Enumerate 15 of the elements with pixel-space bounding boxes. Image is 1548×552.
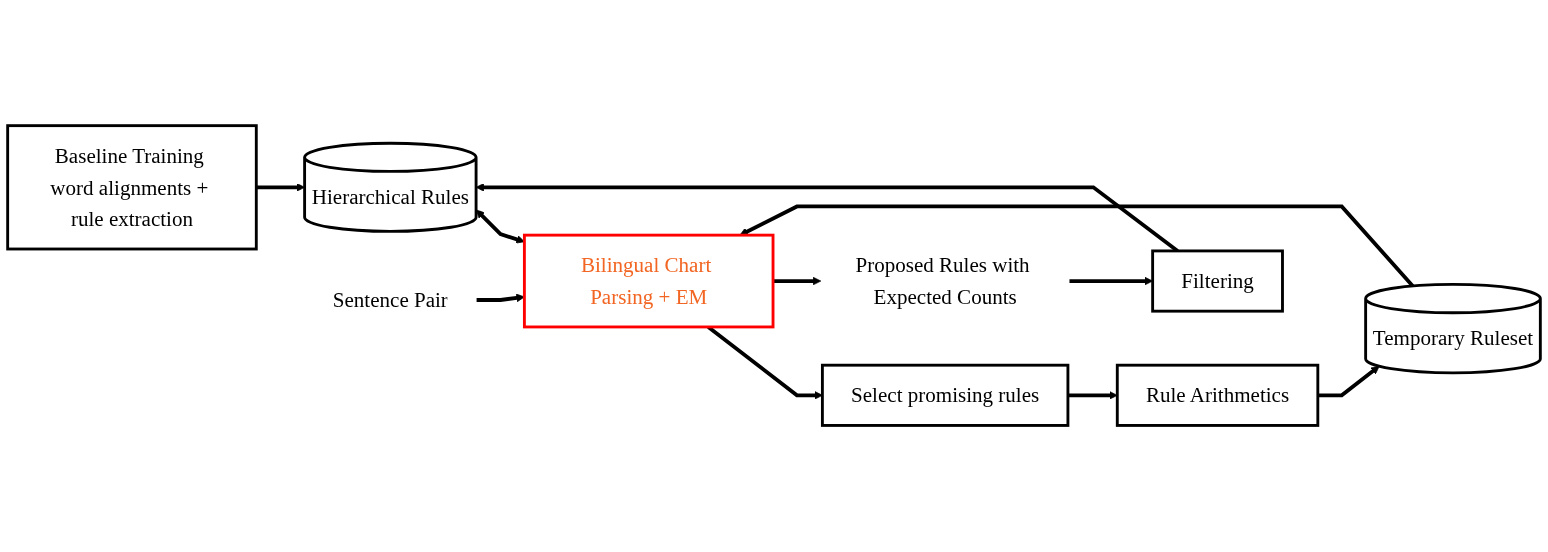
node-box: Rule Arithmetics bbox=[1115, 364, 1320, 428]
arrow bbox=[1067, 391, 1118, 400]
arrow bbox=[1069, 277, 1153, 286]
node-box: Bilingual Chart Parsing + EM bbox=[522, 234, 775, 329]
arrow bbox=[739, 205, 1415, 288]
node-box: Filtering bbox=[1151, 249, 1284, 314]
arrow bbox=[773, 277, 822, 286]
node-text: Proposed Rules with Expected Counts bbox=[855, 253, 1030, 310]
arrow bbox=[475, 210, 525, 244]
arrow bbox=[1317, 366, 1380, 398]
arrow bbox=[476, 294, 525, 303]
arrow bbox=[256, 183, 305, 192]
node-box: Baseline Training word alignments + rule extraction bbox=[6, 124, 258, 251]
node-text: Sentence Pair bbox=[332, 288, 448, 313]
node-box: Select promising rules bbox=[820, 364, 1070, 428]
